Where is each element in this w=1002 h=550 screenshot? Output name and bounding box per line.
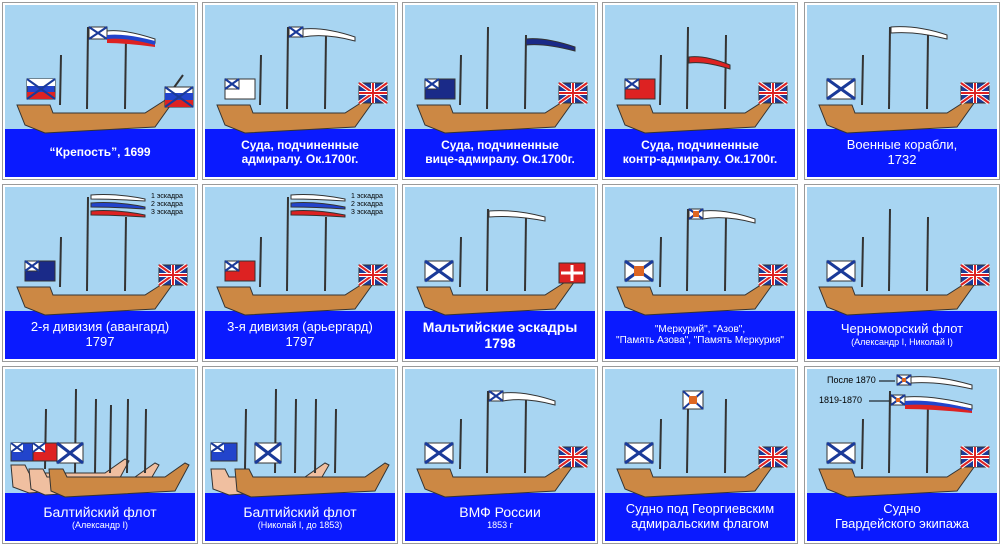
ship-illustration [210,388,390,498]
tile-caption: "Меркурий", "Азов", "Память Азова", "Пам… [605,311,795,359]
ship-illustration [818,26,991,134]
tile-krepost[interactable]: “Крепость”, 1699 [2,2,198,180]
ship-illustration [818,208,991,316]
tile-admiral[interactable]: Суда, подчиненные адмиралу. Ок.1700г. [202,2,398,180]
ship-illustration [416,390,589,498]
tile-vice-admiral[interactable]: Суда, подчиненные вице-адмиралу. Ок.1700… [402,2,598,180]
tile-caption: 2-я дивизия (авангард) 1797 [5,311,195,359]
squadron-label-1: 1 эскадра [151,193,183,200]
tile-caption: Балтийский флот (Александр I) [5,493,195,541]
caption-line-2: "Память Азова", "Память Меркурия" [616,335,784,346]
tile-rear-admiral[interactable]: Суда, подчиненные контр-адмиралу. Ок.170… [602,2,798,180]
ship-illustration [416,208,586,316]
caption-line-2: контр-адмиралу. Ок.1700г. [622,152,778,166]
caption-line-2: (Александр I, Николай I) [851,337,953,348]
tile-russian-navy-1853[interactable]: ВМФ России 1853 г [402,366,598,544]
ship-illustration [616,26,789,134]
tile-caption: Судно под Георгиевским адмиральским флаг… [605,493,795,541]
caption-line-1: Черноморский флот [840,321,964,337]
caption-line-1: Военные корабли, [846,137,958,153]
caption-line-2: вице-адмиралу. Ок.1700г. [425,152,575,166]
caption-line-1: ВМФ России [459,503,541,520]
tile-caption: ВМФ России 1853 г [405,493,595,541]
ship-illustration [616,208,789,316]
ship-illustration [16,194,189,316]
caption-line-2: 1853 г [487,519,513,530]
caption-line-1: “Крепость”, 1699 [49,145,151,160]
ship-illustration [16,26,194,134]
tile-caption: Балтийский флот (Николай I, до 1853) [205,493,395,541]
squadron-label-2: 2 эскадра [151,201,183,208]
caption-line-1: Суда, подчиненные [641,138,759,153]
ship-illustration [818,374,991,498]
caption-line-2: 1732 [887,152,917,167]
tile-baltic-nicholas[interactable]: Балтийский флот (Николай I, до 1853) [202,366,398,544]
tile-caption: Суда, подчиненные вице-адмиралу. Ок.1700… [405,129,595,177]
caption-line-1: 2-я дивизия (авангард) [30,319,170,335]
tile-caption: “Крепость”, 1699 [5,129,195,177]
caption-line-2: адмиралу. Ок.1700г. [241,152,359,166]
tile-caption: Мальтийские эскадры 1798 [405,311,595,359]
ship-illustration [216,26,389,134]
caption-line-1: "Меркурий", "Азов", [654,323,746,335]
squadron-label-3: 3 эскадра [151,209,183,216]
tile-st-george[interactable]: Судно под Георгиевским адмиральским флаг… [602,366,798,544]
caption-line-2: 1797 [85,334,115,349]
ship-illustration [10,388,190,498]
squadron-label-2: 2 эскадра [351,201,383,208]
tile-merkuriy-azov[interactable]: "Меркурий", "Азов", "Память Азова", "Пам… [602,184,798,362]
tile-caption: Суда, подчиненные контр-адмиралу. Ок.170… [605,129,795,177]
caption-line-1: Суда, подчиненные [241,138,359,153]
caption-line-2: (Николай I, до 1853) [257,519,343,530]
caption-line-2: 1797 [285,334,315,349]
caption-line-1: Судно [883,501,921,517]
caption-line-1: 3-я дивизия (арьергард) [227,319,373,335]
caption-line-1: Мальтийские эскадры [422,318,578,335]
tile-caption: Военные корабли, 1732 [807,129,997,177]
caption-line-2: 1798 [484,335,516,351]
caption-line-2: (Александр I) [71,519,129,530]
tile-caption: 3-я дивизия (арьергард) 1797 [205,311,395,359]
caption-line-1: Балтийский флот [243,503,357,520]
squadron-label-1: 1 эскадра [351,193,383,200]
ship-illustration [416,26,589,134]
tile-warships-1732[interactable]: Военные корабли, 1732 [804,2,1000,180]
guard-label-between: 1819-1870 [819,395,863,405]
tile-caption: Судно Гвардейского экипажа [807,493,997,541]
tile-2nd-division[interactable]: 1 эскадра 2 эскадра 3 эскадра 2-я дивизи… [2,184,198,362]
caption-line-1: Судно под Георгиевским [625,501,775,517]
tile-3rd-division[interactable]: 1 эскадра 2 эскадра 3 эскадра 3-я дивизи… [202,184,398,362]
ship-illustration [616,390,789,498]
tile-baltic-alexander[interactable]: Балтийский флот (Александр I) [2,366,198,544]
caption-line-2: адмиральским флагом [631,516,769,531]
guard-label-after: После 1870 [827,375,876,385]
ship-illustration [216,194,389,316]
squadron-label-3: 3 эскадра [351,209,383,216]
tile-maltese[interactable]: Мальтийские эскадры 1798 [402,184,598,362]
tile-caption: Черноморский флот (Александр I, Николай … [807,311,997,359]
tile-black-sea-fleet[interactable]: Черноморский флот (Александр I, Николай … [804,184,1000,362]
caption-line-2: Гвардейского экипажа [835,516,969,531]
caption-line-1: Балтийский флот [43,503,157,520]
tile-guards-crew[interactable]: После 1870 1819-1870 Судно Гвардейского … [804,366,1000,544]
tile-caption: Суда, подчиненные адмиралу. Ок.1700г. [205,129,395,177]
caption-line-1: Суда, подчиненные [441,138,559,153]
